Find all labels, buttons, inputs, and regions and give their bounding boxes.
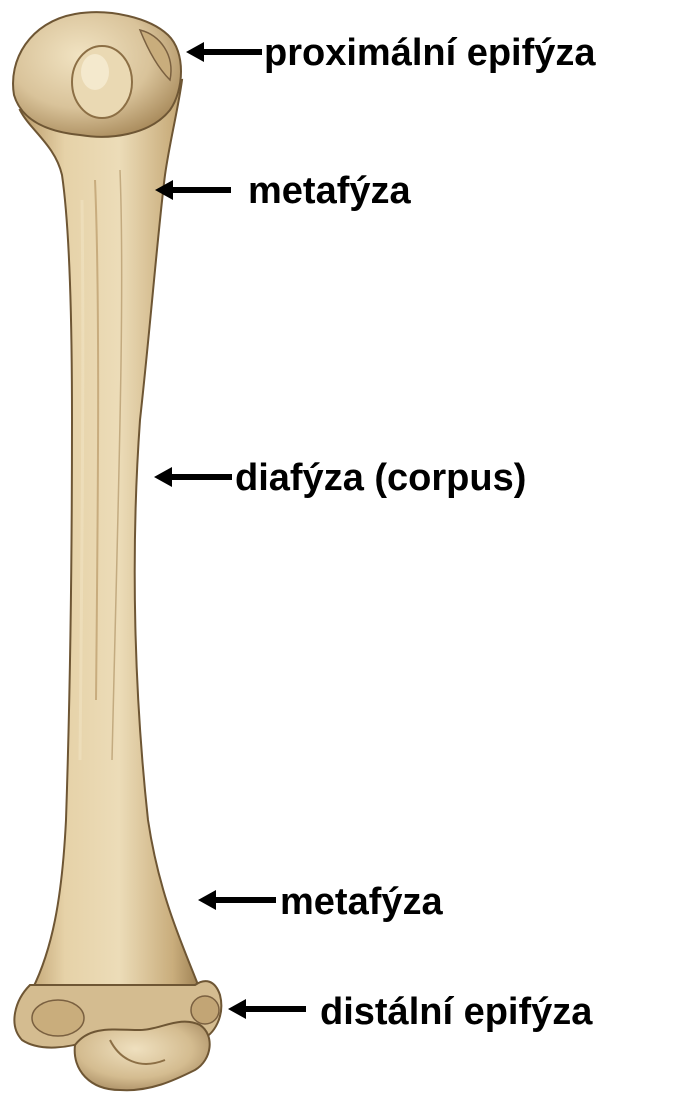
label-distal-metaphysis: metafýza: [280, 883, 443, 921]
humerus-shaft: [20, 80, 200, 990]
label-proximal-metaphysis: metafýza: [248, 172, 411, 210]
humerus-condyles: [75, 1022, 210, 1091]
pointer-arrow-icon: [155, 178, 231, 202]
label-proximal-epiphysis: proximální epifýza: [264, 34, 596, 72]
pointer-arrow-icon: [154, 465, 232, 489]
pointer-arrow-icon: [186, 40, 262, 64]
pointer-arrow-icon: [198, 888, 276, 912]
pointer-arrow-icon: [228, 997, 306, 1021]
label-distal-epiphysis: distální epifýza: [320, 993, 592, 1031]
label-diaphysis: diafýza (corpus): [235, 459, 526, 497]
